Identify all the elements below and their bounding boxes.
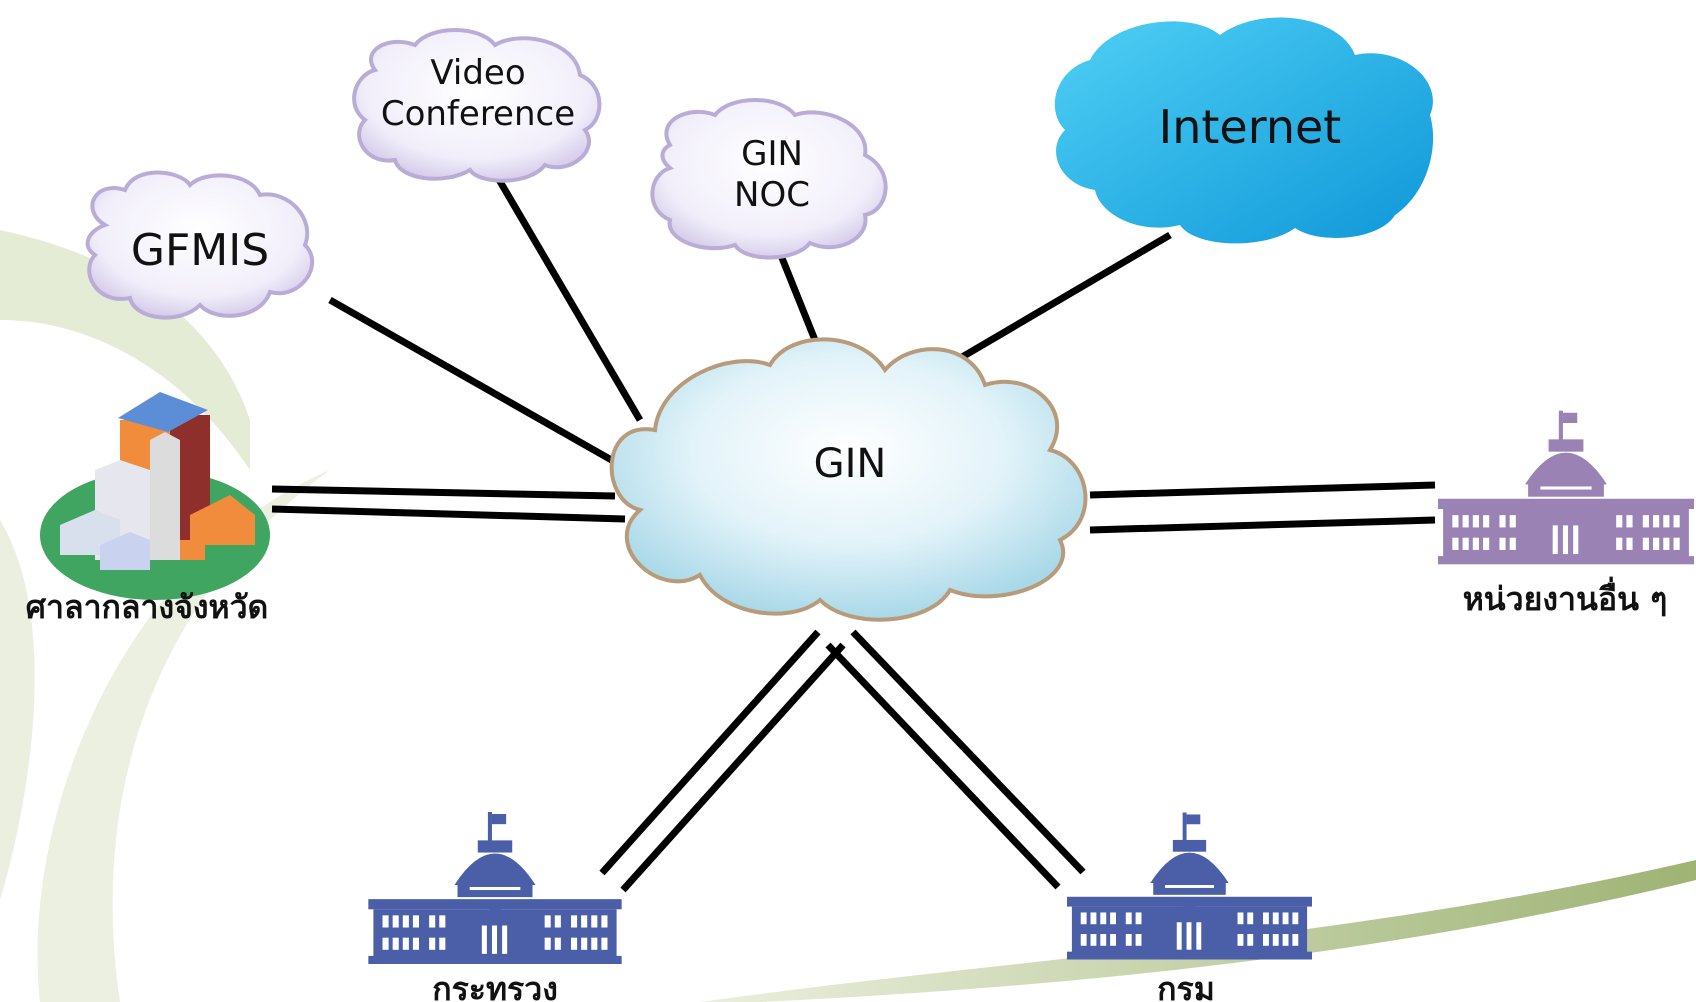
link-other-agencies-b xyxy=(1089,516,1436,534)
link-ministry-b xyxy=(620,642,846,893)
internet-label: Internet xyxy=(1159,100,1342,154)
ministry-node: กระทรวง xyxy=(368,812,622,1002)
internet-cloud: Internet xyxy=(1054,17,1434,244)
link-gin-noc xyxy=(776,251,819,342)
government-building-icon xyxy=(1438,410,1694,565)
other-agencies-node: หน่วยงานอื่น ๆ xyxy=(1438,410,1694,618)
video-conference-label-line2: Conference xyxy=(381,94,575,134)
link-ministry-a xyxy=(599,629,821,876)
department-node: กรม xyxy=(1067,812,1312,1002)
gin-cloud: GIN xyxy=(609,337,1088,622)
link-internet xyxy=(943,231,1172,371)
provincial-hall-label: ศาลากลางจังหวัด xyxy=(26,588,269,626)
link-other-agencies-a xyxy=(1089,481,1436,499)
video-conference-label-line1: Video xyxy=(430,53,525,93)
link-department-a xyxy=(850,629,1086,875)
government-building-icon xyxy=(1067,812,1312,960)
link-department-b xyxy=(825,642,1061,890)
background-arcs xyxy=(0,230,1696,1002)
link-video-conference xyxy=(494,176,644,422)
gin-label: GIN xyxy=(814,441,887,487)
department-label: กรม xyxy=(1157,970,1215,1002)
gfmis-label: GFMIS xyxy=(131,225,269,276)
provincial-hall-node: ศาลากลางจังหวัด xyxy=(26,392,270,626)
video-conference-cloud: Video Conference xyxy=(352,28,602,183)
town-hall-icon xyxy=(40,392,270,600)
government-building-icon xyxy=(368,812,622,964)
gin-noc-label-line2: NOC xyxy=(734,175,810,215)
gin-noc-cloud: GIN NOC xyxy=(650,98,888,260)
gfmis-cloud: GFMIS xyxy=(85,170,315,320)
other-agencies-label: หน่วยงานอื่น ๆ xyxy=(1463,576,1668,618)
ministry-label: กระทรวง xyxy=(432,970,558,1002)
link-provincial-hall-b xyxy=(271,505,626,523)
connection-lines xyxy=(271,176,1436,893)
link-gfmis xyxy=(328,296,617,466)
link-provincial-hall-a xyxy=(271,485,616,500)
gin-noc-label-line1: GIN xyxy=(741,134,803,174)
